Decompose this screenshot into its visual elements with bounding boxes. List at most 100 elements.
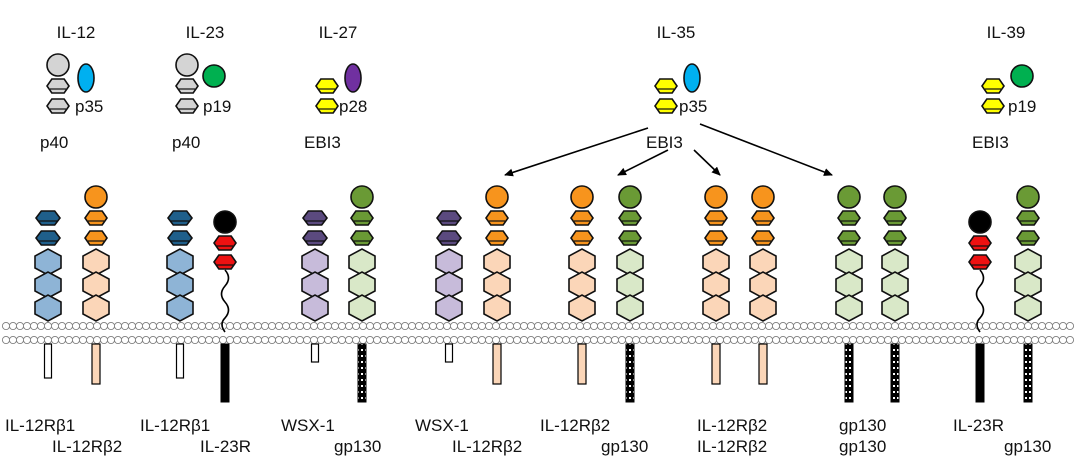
intracellular-tail	[625, 343, 635, 403]
lipid-head	[8, 335, 18, 345]
lipid-head	[64, 335, 74, 345]
lipid-head	[680, 321, 690, 331]
fibronectin-domain	[435, 271, 463, 299]
cytokine-binding-domain	[654, 78, 678, 94]
fibronectin-domain	[34, 271, 62, 299]
lipid-head	[400, 335, 410, 345]
fibronectin-domain	[82, 248, 110, 276]
lipid-head	[757, 321, 767, 331]
lipid-head	[1002, 335, 1012, 345]
lipid-head	[71, 321, 81, 331]
cytokine-binding-domain	[837, 210, 861, 226]
lipid-head	[505, 321, 515, 331]
lipid-head	[372, 335, 382, 345]
lipid-head	[792, 335, 802, 345]
lipid-head	[729, 335, 739, 345]
lipid-head	[197, 321, 207, 331]
lipid-head	[456, 335, 466, 345]
cytokine-binding-domain	[34, 210, 62, 226]
il12rb2-chain	[483, 185, 511, 385]
lipid-head	[722, 321, 732, 331]
cytokine-binding-domain	[570, 210, 594, 226]
lipid-head	[694, 335, 704, 345]
lipid-head	[841, 335, 851, 345]
lipid-head	[225, 335, 235, 345]
lipid-head	[393, 335, 403, 345]
lipid-head	[799, 321, 809, 331]
lipid-head	[953, 321, 963, 331]
lipid-head	[953, 335, 963, 345]
lipid-head	[1016, 335, 1026, 345]
intracellular-tail	[43, 343, 53, 379]
lipid-head	[967, 335, 977, 345]
lipid-head	[806, 335, 816, 345]
lipid-head	[596, 335, 606, 345]
il12rb2-chain	[568, 185, 596, 385]
lipid-head	[267, 335, 277, 345]
intracellular-tail	[492, 343, 502, 385]
lipid-head	[533, 321, 543, 331]
lipid-head	[694, 321, 704, 331]
lipid-head	[932, 321, 942, 331]
cytokine-name-il27: IL-27	[319, 23, 358, 42]
lipid-head	[239, 335, 249, 345]
lipid-head	[169, 335, 179, 345]
lipid-head	[1051, 335, 1061, 345]
fibronectin-domain	[1014, 271, 1042, 299]
lipid-head	[43, 321, 53, 331]
fibronectin-domain	[348, 294, 376, 322]
lipid-head	[505, 335, 515, 345]
fibronectin-domain	[702, 248, 730, 276]
lipid-head	[547, 321, 557, 331]
cytokine-binding-domain	[654, 98, 678, 114]
lipid-head	[428, 335, 438, 345]
lipid-head	[316, 335, 326, 345]
lipid-head	[785, 321, 795, 331]
lipid-head	[960, 321, 970, 331]
lipid-head	[813, 335, 823, 345]
lipid-head	[421, 335, 431, 345]
lipid-head	[841, 321, 851, 331]
lipid-head	[680, 335, 690, 345]
lipid-head	[337, 321, 347, 331]
lipid-head	[939, 321, 949, 331]
lipid-head	[106, 335, 116, 345]
receptor-label: IL-12Rβ2	[52, 437, 122, 456]
receptor-label: IL-12Rβ2	[697, 437, 767, 456]
subunit-b	[344, 63, 362, 93]
receptor-label: IL-12Rβ1	[5, 416, 75, 435]
lipid-head	[295, 321, 305, 331]
intracellular-tail	[758, 343, 768, 385]
lipid-head	[1002, 321, 1012, 331]
lipid-head	[274, 321, 284, 331]
lipid-head	[99, 321, 109, 331]
fibronectin-domain	[301, 248, 329, 276]
cytokines	[46, 53, 1034, 114]
lipid-head	[351, 335, 361, 345]
lipid-head	[260, 321, 270, 331]
lipid-head	[71, 335, 81, 345]
lipid-head	[827, 321, 837, 331]
lipid-head	[1016, 321, 1026, 331]
lipid-head	[162, 335, 172, 345]
lipid-head	[484, 321, 494, 331]
il23r-chain	[968, 210, 992, 403]
wsx1-chain	[301, 210, 329, 363]
lipid-head	[113, 321, 123, 331]
lipid-head	[351, 321, 361, 331]
lipid-head	[1023, 335, 1033, 345]
lipid-head	[36, 335, 46, 345]
ig-domain	[618, 185, 642, 209]
subunit-label-p35: p35	[679, 97, 707, 116]
lipid-head	[778, 335, 788, 345]
lipid-head	[246, 321, 256, 331]
lipid-head	[624, 335, 634, 345]
cytokine-il-27	[315, 63, 362, 114]
lipid-head	[946, 321, 956, 331]
cytokine-binding-domain	[570, 230, 594, 246]
fibronectin-domain	[1014, 248, 1042, 276]
lipid-head	[498, 335, 508, 345]
il35-arrows	[504, 123, 833, 177]
lipid-head	[540, 321, 550, 331]
lipid-head	[995, 321, 1005, 331]
